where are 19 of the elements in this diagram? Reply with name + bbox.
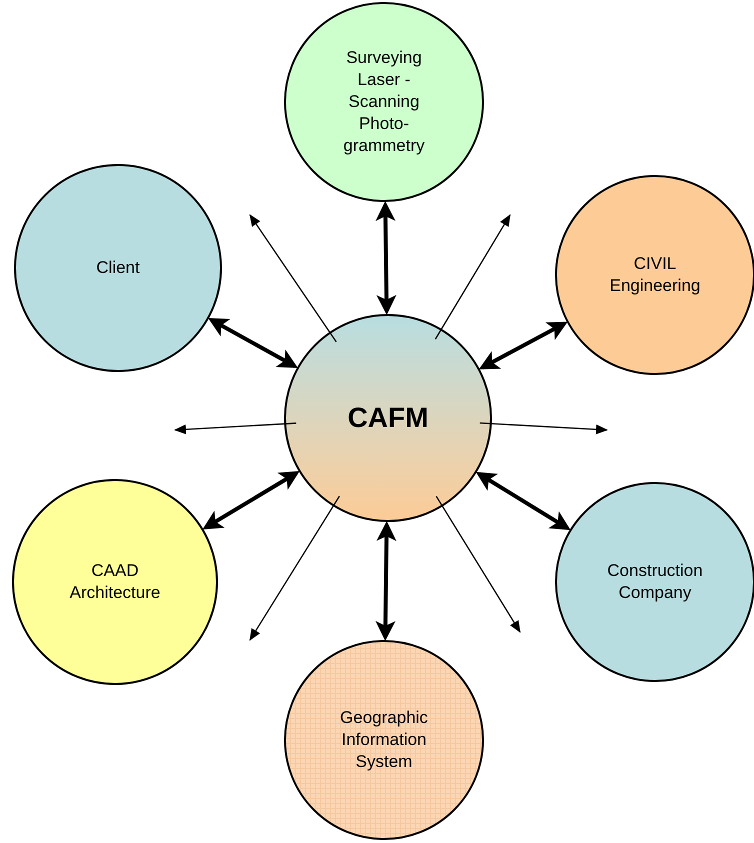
node-label: Surveying Laser - Scanning Photo-grammetry [342, 46, 426, 158]
double-arrow [376, 201, 396, 315]
node-label: CAAD Architecture [68, 560, 162, 604]
node-label: Client [96, 256, 140, 279]
double-arrow [476, 472, 571, 530]
arrow [249, 214, 337, 342]
double-arrow [208, 318, 298, 368]
arrow [434, 214, 511, 340]
double-arrow [478, 322, 568, 370]
node-label: Construction Company [606, 560, 704, 604]
arrow [436, 496, 521, 633]
arrow [174, 422, 296, 434]
node-label: CAFM [348, 400, 428, 435]
arrow [480, 422, 608, 434]
double-arrow [202, 471, 300, 530]
node-label: CIVIL Engineering [608, 252, 702, 297]
node-label: Geographic Information System [339, 706, 429, 774]
double-arrow [375, 521, 396, 641]
arrow [249, 496, 340, 641]
